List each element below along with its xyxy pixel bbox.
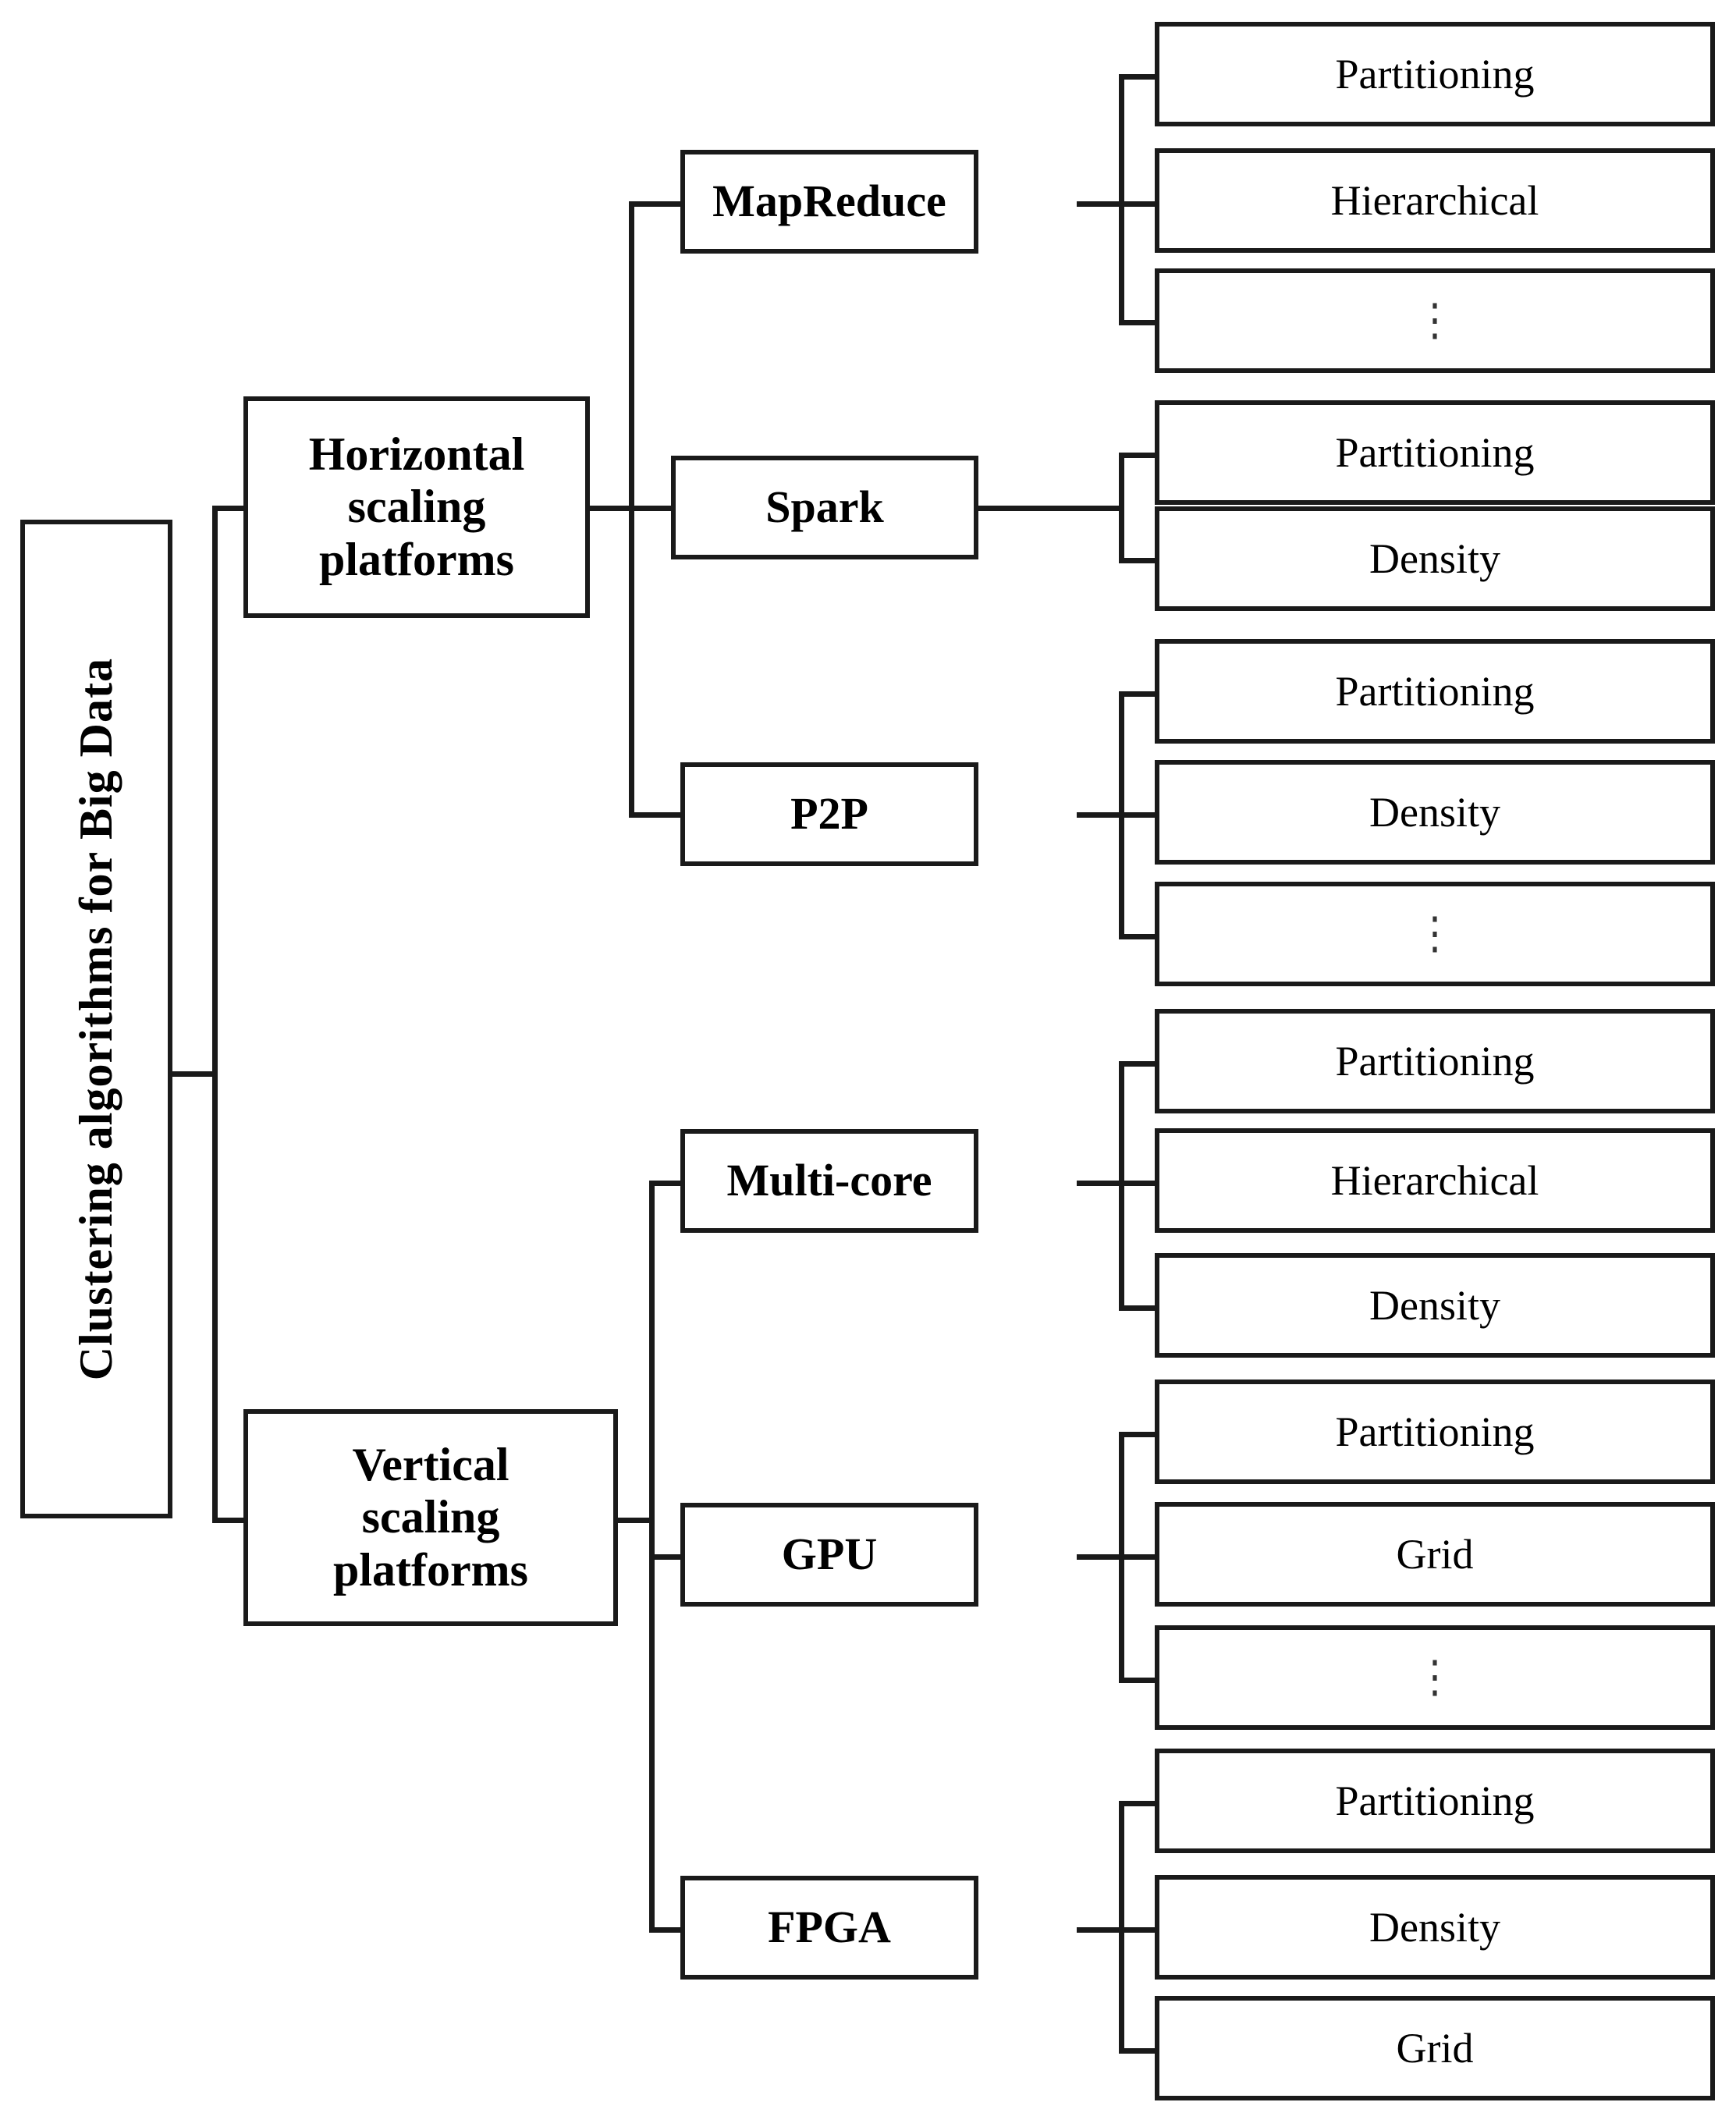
connector-fpga-leaf-2 <box>1119 1927 1159 1933</box>
leaf-node-mapreduce-hierarchical[interactable]: Hierarchical <box>1155 148 1715 253</box>
leaf-label-gpu-ellipsis: ⋮ <box>1415 1651 1454 1703</box>
connector-vertical-to-multicore <box>649 1181 683 1186</box>
branch-label-vertical-scaling: Vertical scaling platforms <box>333 1439 528 1596</box>
connector-vertical-stub <box>616 1518 654 1523</box>
leaf-label-multicore-density: Density <box>1369 1281 1500 1329</box>
connector-spark-leaf-2 <box>1119 558 1159 563</box>
connector-multicore-leaf-3 <box>1119 1305 1159 1311</box>
connector-p2p-leaf-2 <box>1119 812 1159 818</box>
connector-p2p-leaf-3 <box>1119 934 1159 939</box>
platform-node-multi-core[interactable]: Multi-core <box>680 1129 978 1233</box>
connector-p2p-stub <box>1077 812 1124 818</box>
connector-vertical-to-fpga <box>649 1927 683 1933</box>
leaf-node-gpu-ellipsis[interactable]: ⋮ <box>1155 1625 1715 1730</box>
platform-node-p2p[interactable]: P2P <box>680 762 978 866</box>
connector-gpu-leaf-3 <box>1119 1678 1159 1683</box>
root-label: Clustering algorithms for Big Data <box>69 657 122 1381</box>
leaf-label-gpu-partitioning: Partitioning <box>1335 1408 1535 1455</box>
connector-root-trunk <box>212 506 218 1075</box>
leaf-node-spark-density[interactable]: Density <box>1155 506 1715 611</box>
connector-gpu-stub <box>1077 1554 1124 1560</box>
connector-mapreduce-trunk <box>1119 74 1124 325</box>
connector-root-stub <box>170 1071 217 1077</box>
leaf-label-multicore-partitioning: Partitioning <box>1335 1037 1535 1085</box>
connector-vertical-to-gpu <box>649 1554 683 1560</box>
leaf-label-fpga-partitioning: Partitioning <box>1335 1777 1535 1824</box>
branch-node-vertical-scaling[interactable]: Vertical scaling platforms <box>243 1409 618 1626</box>
leaf-label-p2p-partitioning: Partitioning <box>1335 667 1535 715</box>
platform-label-fpga: FPGA <box>768 1902 891 1953</box>
connector-mapreduce-leaf-2 <box>1119 201 1159 207</box>
leaf-node-mapreduce-ellipsis[interactable]: ⋮ <box>1155 268 1715 373</box>
leaf-node-p2p-density[interactable]: Density <box>1155 760 1715 865</box>
platform-node-gpu[interactable]: GPU <box>680 1503 978 1607</box>
connector-root-to-vertical <box>212 1518 247 1523</box>
leaf-label-mapreduce-partitioning: Partitioning <box>1335 50 1535 98</box>
leaf-label-gpu-grid: Grid <box>1396 1530 1474 1578</box>
leaf-node-gpu-partitioning[interactable]: Partitioning <box>1155 1380 1715 1484</box>
leaf-node-p2p-ellipsis[interactable]: ⋮ <box>1155 882 1715 986</box>
leaf-label-mapreduce-hierarchical: Hierarchical <box>1330 176 1539 224</box>
connector-spark-stub <box>978 506 1124 511</box>
branch-node-horizontal-scaling[interactable]: Horizontal scaling platforms <box>243 396 590 618</box>
connector-horizontal-to-mapreduce <box>629 201 683 207</box>
leaf-label-spark-density: Density <box>1369 534 1500 582</box>
connector-fpga-trunk <box>1119 1801 1124 2051</box>
platform-label-spark: Spark <box>765 481 884 533</box>
connector-multicore-stub <box>1077 1181 1124 1186</box>
connector-root-to-horizontal <box>212 506 247 511</box>
leaf-node-multicore-partitioning[interactable]: Partitioning <box>1155 1009 1715 1113</box>
platform-label-multi-core: Multi-core <box>726 1155 932 1206</box>
platform-label-p2p: P2P <box>790 788 868 840</box>
connector-gpu-leaf-2 <box>1119 1554 1159 1560</box>
leaf-label-fpga-grid: Grid <box>1396 2024 1474 2072</box>
connector-fpga-leaf-1 <box>1119 1801 1159 1806</box>
platform-node-spark[interactable]: Spark <box>671 456 978 559</box>
leaf-node-fpga-partitioning[interactable]: Partitioning <box>1155 1749 1715 1853</box>
leaf-node-gpu-grid[interactable]: Grid <box>1155 1502 1715 1607</box>
connector-horizontal-to-p2p <box>629 812 683 818</box>
leaf-node-spark-partitioning[interactable]: Partitioning <box>1155 400 1715 505</box>
leaf-node-multicore-density[interactable]: Density <box>1155 1253 1715 1358</box>
connector-multicore-trunk <box>1119 1061 1124 1311</box>
platform-label-mapreduce: MapReduce <box>712 176 946 227</box>
connector-mapreduce-stub <box>1077 201 1124 207</box>
leaf-node-p2p-partitioning[interactable]: Partitioning <box>1155 639 1715 744</box>
leaf-label-mapreduce-ellipsis: ⋮ <box>1415 294 1454 346</box>
connector-spark-leaf-1 <box>1119 453 1159 458</box>
connector-mapreduce-leaf-1 <box>1119 74 1159 80</box>
leaf-node-multicore-hierarchical[interactable]: Hierarchical <box>1155 1128 1715 1233</box>
leaf-label-multicore-hierarchical: Hierarchical <box>1330 1156 1539 1204</box>
connector-p2p-leaf-1 <box>1119 691 1159 697</box>
leaf-label-fpga-density: Density <box>1369 1903 1500 1951</box>
connector-fpga-stub <box>1077 1927 1124 1933</box>
platform-node-fpga[interactable]: FPGA <box>680 1876 978 1980</box>
leaf-label-p2p-density: Density <box>1369 788 1500 836</box>
leaf-node-fpga-density[interactable]: Density <box>1155 1875 1715 1980</box>
connector-fpga-leaf-3 <box>1119 2048 1159 2054</box>
connector-spark-trunk <box>1119 453 1124 563</box>
connector-root-trunk-lower <box>212 1071 218 1522</box>
connector-multicore-leaf-2 <box>1119 1181 1159 1186</box>
connector-gpu-leaf-1 <box>1119 1432 1159 1437</box>
connector-multicore-leaf-1 <box>1119 1061 1159 1067</box>
root-node[interactable]: Clustering algorithms for Big Data <box>20 520 172 1518</box>
leaf-node-mapreduce-partitioning[interactable]: Partitioning <box>1155 22 1715 126</box>
platform-node-mapreduce[interactable]: MapReduce <box>680 150 978 254</box>
connector-horizontal-stub <box>587 506 634 511</box>
leaf-node-fpga-grid[interactable]: Grid <box>1155 1996 1715 2100</box>
connector-mapreduce-leaf-3 <box>1119 320 1159 325</box>
leaf-label-spark-partitioning: Partitioning <box>1335 428 1535 476</box>
branch-label-horizontal-scaling: Horizontal scaling platforms <box>308 428 525 585</box>
connector-horizontal-to-spark <box>629 506 674 511</box>
platform-label-gpu: GPU <box>781 1529 878 1580</box>
leaf-label-p2p-ellipsis: ⋮ <box>1415 907 1454 959</box>
